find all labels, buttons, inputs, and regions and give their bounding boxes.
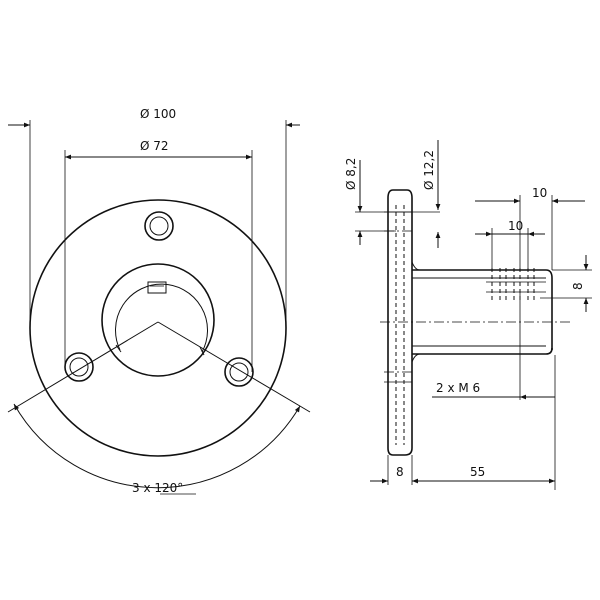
- mounting-hole-left: [64, 352, 94, 382]
- front-view: Ø 100 Ø 72 3 x 120°: [7, 107, 311, 495]
- radial-line-left: [7, 321, 159, 413]
- dim-label-dia72: Ø 72: [140, 139, 169, 153]
- tube-bore-outer: [101, 263, 215, 377]
- thread-holes: [486, 268, 546, 300]
- key-notch: [147, 281, 167, 294]
- mounting-hole-right: [224, 357, 254, 387]
- dim-label-dia100: Ø 100: [140, 107, 176, 121]
- flange-outer-circle: [29, 199, 287, 457]
- dim-label-dia8-2: Ø 8,2: [344, 158, 358, 190]
- dim-label-10-inner: 10: [508, 219, 523, 233]
- bore-cut-right: [199, 346, 205, 356]
- mounting-hole-top: [144, 211, 174, 241]
- radial-line-right: [157, 321, 311, 413]
- tube-bore-inner: [115, 283, 209, 353]
- angle-arc: [13, 403, 301, 489]
- side-view: Ø 8,2 Ø 12,2 10 10 8 2 x M 6: [344, 140, 592, 490]
- flange-profile: [387, 189, 413, 456]
- dim-label-dia12-2: Ø 12,2: [422, 150, 436, 190]
- dim-label-thread: 2 x M 6: [436, 381, 480, 395]
- dim-label-angle: 3 x 120°: [132, 481, 183, 495]
- dim-label-10-top: 10: [532, 186, 547, 200]
- dim-label-tube-length: 55: [470, 465, 485, 479]
- dim-label-8-offset: 8: [571, 282, 585, 290]
- dim-label-flange-thickness: 8: [396, 465, 404, 479]
